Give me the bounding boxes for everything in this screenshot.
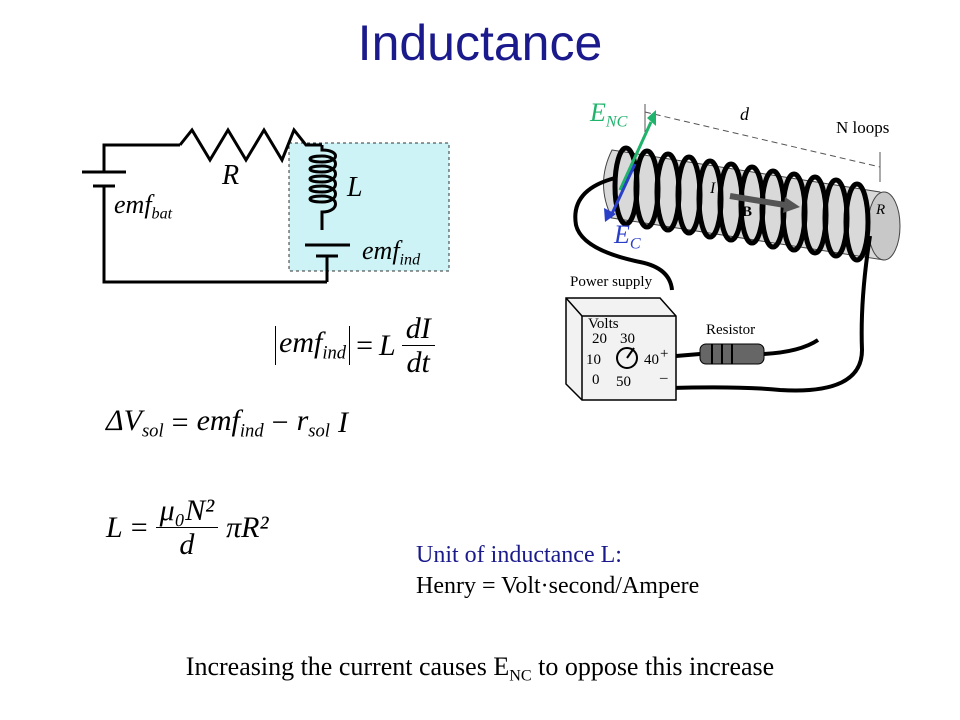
minus-terminal: –	[660, 370, 668, 386]
resistor-text: Resistor	[706, 322, 756, 338]
inductor-label: L	[347, 172, 363, 203]
wire-bottom	[102, 186, 327, 284]
lead-wire-right	[669, 235, 872, 393]
d-label: d	[740, 104, 749, 124]
ec-arrow	[608, 163, 637, 219]
wire-top-left	[102, 143, 180, 172]
volts-label: Volts	[588, 316, 619, 332]
unit-definition: Henry = Volt·second/Ampere	[416, 573, 700, 599]
lead-wire-left	[573, 176, 674, 291]
dial-0: 0	[592, 372, 600, 388]
field-label: B	[742, 204, 753, 220]
loops-label: N loops	[836, 118, 890, 137]
dial-20: 20	[592, 331, 607, 347]
unit-block: Unit of inductance L: Henry = Volt·secon…	[416, 540, 699, 602]
field-arrow	[729, 193, 786, 208]
plus-terminal: +	[660, 346, 669, 362]
dial-30: 30	[620, 331, 635, 347]
dial-10: 10	[586, 352, 601, 368]
unit-title: Unit of inductance L:	[416, 542, 622, 568]
inductor-coil	[308, 145, 337, 230]
power-supply-label: Power supply	[570, 274, 653, 290]
dial-knob	[616, 347, 638, 369]
battery-emf-label: emfbat	[114, 190, 173, 223]
resistor-zigzag	[178, 127, 322, 164]
ec-label: EC	[614, 220, 641, 253]
d-dimension-line	[644, 111, 881, 168]
dial-50: 50	[616, 374, 631, 390]
slide-title: Inductance	[357, 15, 603, 71]
enc-arrow	[618, 121, 653, 191]
eq1-abs-emf: emfind	[275, 326, 351, 365]
equation-solenoid-voltage: ΔVsol = emfind − rsol I	[106, 404, 348, 442]
radius-label: R	[876, 202, 886, 218]
induced-emf-label: emfind	[362, 236, 421, 269]
current-label: I	[710, 180, 716, 197]
footer-statement: Increasing the current causes ENC to opp…	[185, 652, 775, 685]
resistor-label: R	[222, 160, 240, 191]
dial-40: 40	[644, 352, 659, 368]
inductor-highlight-box	[288, 142, 450, 272]
enc-label: ENC	[590, 98, 628, 131]
